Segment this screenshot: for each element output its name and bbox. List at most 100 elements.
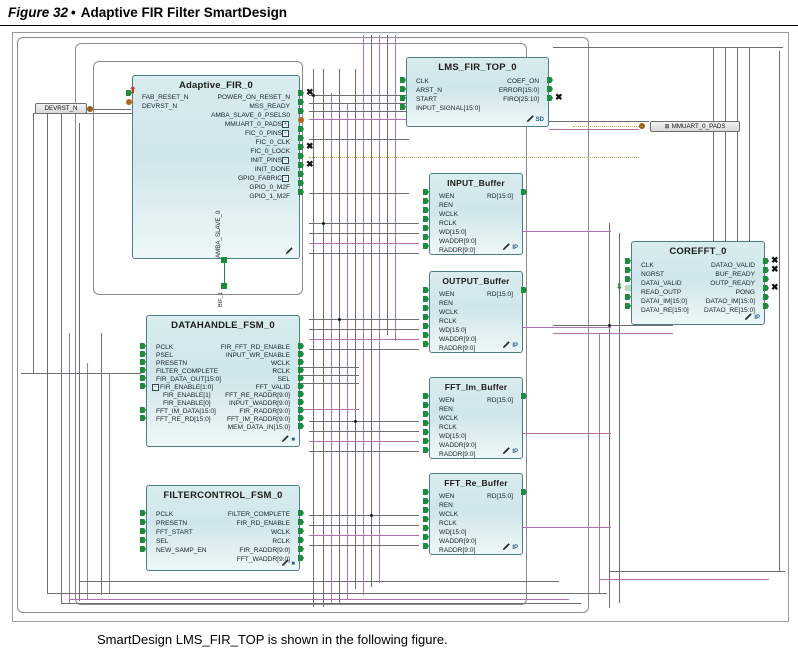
pin-fft-re-raddr[interactable]: FFT_RE_RADDR[9:0]	[225, 392, 290, 399]
pin-pclk[interactable]: PCLK	[156, 511, 174, 518]
pin-rclk[interactable]: RCLK	[272, 368, 290, 375]
pin-clk[interactable]: CLK	[416, 78, 429, 85]
pin-raddr[interactable]: RADDR[9:0]	[439, 247, 476, 254]
block-output-buffer[interactable]: OUTPUT_Buffer WEN REN WCLK RCLK WD[15:0]…	[429, 271, 523, 353]
pin-gpio-0-m2f[interactable]: GPIO_0_M2F	[249, 184, 290, 191]
pin-fir-fft-rd-enable[interactable]: FIR_FFT_RD_ENABLE	[220, 344, 290, 351]
pin-input-signal[interactable]: INPUT_SIGNAL[15:0]	[416, 105, 481, 112]
pin-fft-waddr[interactable]: FFT_WADDR[9:0]	[236, 556, 290, 563]
smartdesign-canvas[interactable]: DEVRST_N ⊞ MMUART_0_PADS Adaptive_FIR_0 …	[12, 32, 789, 622]
pin-firo[interactable]: FIRO[25:10]	[503, 96, 539, 103]
pin-init-pins[interactable]: INIT_PINS−	[250, 157, 290, 164]
pin-presetn[interactable]: PRESETN	[156, 360, 188, 367]
pin-gpio-1-m2f[interactable]: GPIO_1_M2F	[249, 193, 290, 200]
pin-wd[interactable]: WD[15:0]	[439, 529, 467, 536]
block-fft-im-buffer[interactable]: FFT_Im_Buffer WEN REN WCLK RCLK WD[15:0]…	[429, 377, 523, 459]
pin-datao-valid[interactable]: DATAO_VALID	[711, 262, 755, 269]
pin-rd[interactable]: RD[15:0]	[486, 493, 513, 500]
pin-rclk[interactable]: RCLK	[439, 318, 457, 325]
block-lms-fir-top-0[interactable]: LMS_FIR_TOP_0 CLK ARST_N START INPUT_SIG…	[406, 57, 549, 127]
pin-datao-im[interactable]: DATAO_IM[15:0]	[705, 298, 755, 305]
pin-fir-rd-enable[interactable]: FIR_RD_ENABLE	[236, 520, 290, 527]
pin-presetn[interactable]: PRESETN	[156, 520, 188, 527]
pin-pong[interactable]: PONG	[735, 289, 755, 296]
pin-rclk[interactable]: RCLK	[439, 424, 457, 431]
block-input-buffer[interactable]: INPUT_Buffer WEN REN WCLK RCLK WD[15:0] …	[429, 173, 523, 255]
pin-ren[interactable]: REN	[439, 502, 453, 509]
pin-fic-0-clk[interactable]: FIC_0_CLK	[255, 139, 290, 146]
pin-wclk[interactable]: WCLK	[439, 211, 459, 218]
pin-sel[interactable]: SEL	[277, 376, 290, 383]
pin-sel[interactable]: SEL	[156, 538, 169, 545]
pin-fft-im-raddr[interactable]: FFT_IM_RADDR[9:0]	[226, 416, 290, 423]
pin-wen[interactable]: WEN	[439, 397, 455, 404]
pin-ren[interactable]: REN	[439, 300, 453, 307]
pin-wclk[interactable]: WCLK	[439, 511, 459, 518]
pin-wen[interactable]: WEN	[439, 291, 455, 298]
pin-new-samp-en[interactable]: NEW_SAMP_EN	[156, 547, 207, 554]
pin-error[interactable]: ERROR[15:0]	[498, 87, 539, 94]
pin-arst-n[interactable]: ARST_N	[416, 87, 443, 94]
pin-rd[interactable]: RD[15:0]	[486, 397, 513, 404]
pin-datai-im[interactable]: DATAI_IM[15:0]	[641, 298, 687, 305]
pin-ren[interactable]: REN	[439, 202, 453, 209]
pin-fft-start[interactable]: FFT_START	[156, 529, 193, 536]
pin-rclk[interactable]: RCLK	[272, 538, 290, 545]
pin-wen[interactable]: WEN	[439, 193, 455, 200]
pin-wclk[interactable]: WCLK	[439, 415, 459, 422]
pin-raddr[interactable]: RADDR[9:0]	[439, 451, 476, 458]
pin-rclk[interactable]: RCLK	[439, 220, 457, 227]
pin-waddr[interactable]: WADDR[9:0]	[439, 442, 477, 449]
pin-ngrst[interactable]: NGRST	[641, 271, 665, 278]
block-filtercontrol-fsm-0[interactable]: FILTERCONTROL_FSM_0 PCLK PRESETN FFT_STA…	[146, 485, 300, 571]
pin-mmuart-0-pads[interactable]: MMUART_0_PADS+	[225, 121, 290, 128]
pin-rclk[interactable]: RCLK	[439, 520, 457, 527]
block-datahandle-fsm-0[interactable]: DATAHANDLE_FSM_0 PCLK PSEL PRESETN FILTE…	[146, 315, 300, 447]
pin-power-on-reset-n[interactable]: POWER_ON_RESET_N	[217, 94, 290, 101]
pin-input-waddr[interactable]: INPUT_WADDR[9:0]	[229, 400, 290, 407]
pin-mem-data-in[interactable]: MEM_DATA_IN[15:0]	[227, 424, 290, 431]
pin-fft-re-rd[interactable]: FFT_RE_RD[15:0]	[156, 416, 211, 423]
expand-icon[interactable]: −	[282, 157, 289, 164]
pin-input-wr-enable[interactable]: INPUT_WR_ENABLE	[225, 352, 290, 359]
pin-psel[interactable]: PSEL	[156, 352, 173, 359]
pin-datao-re[interactable]: DATAO_RE[15:0]	[703, 307, 755, 314]
pin-waddr[interactable]: WADDR[9:0]	[439, 336, 477, 343]
pin-devrst-n[interactable]: DEVRST_N	[142, 103, 178, 110]
pin-fir-enable-0[interactable]: FIR_ENABLE[0]	[163, 400, 211, 407]
pin-fir-raddr[interactable]: FIR_RADDR[9:0]	[239, 408, 290, 415]
pin-wclk[interactable]: WCLK	[439, 309, 459, 316]
block-corefft-0[interactable]: COREFFT_0 CLK NGRST DATAI_VALID READ_OUT…	[631, 241, 765, 325]
pin-buf-ready[interactable]: BUF_READY	[715, 271, 755, 278]
pin-raddr[interactable]: RADDR[9:0]	[439, 547, 476, 554]
pin-fir-raddr[interactable]: FIR_RADDR[9:0]	[239, 547, 290, 554]
pin-waddr[interactable]: WADDR[9:0]	[439, 238, 477, 245]
pin-fir-enable-1[interactable]: FIR_ENABLE[1]	[163, 392, 211, 399]
expand-icon[interactable]: −	[282, 130, 289, 137]
pin-clk[interactable]: CLK	[641, 262, 654, 269]
pin-rd[interactable]: RD[15:0]	[486, 291, 513, 298]
pin-mss-ready[interactable]: MSS_READY	[249, 103, 290, 110]
pin-datai-re[interactable]: DATAI_RE[15:0]	[641, 307, 689, 314]
pin-wd[interactable]: WD[15:0]	[439, 327, 467, 334]
expand-icon[interactable]: +	[282, 121, 289, 128]
pin-read-outp[interactable]: READ_OUTP	[641, 289, 682, 296]
pin-wd[interactable]: WD[15:0]	[439, 229, 467, 236]
pin-fft-im-data[interactable]: FFT_IM_DATA[15:0]	[156, 408, 216, 415]
port-devrst-n[interactable]: DEVRST_N	[35, 103, 87, 114]
pin-coef-on[interactable]: COEF_ON	[507, 78, 539, 85]
pin-filter-complete[interactable]: FILTER_COMPLETE	[227, 511, 290, 518]
pin-fir-data-out[interactable]: FIR_DATA_OUT[15:0]	[156, 376, 221, 383]
pin-amba-slave-0-psels0[interactable]: AMBA_SLAVE_0_PSELS0	[210, 112, 290, 119]
pin-outp-ready[interactable]: OUTP_READY	[710, 280, 755, 287]
pin-start[interactable]: START	[416, 96, 438, 103]
block-fft-re-buffer[interactable]: FFT_Re_Buffer WEN REN WCLK RCLK WD[15:0]…	[429, 473, 523, 555]
pin-fir-enable-bus[interactable]: −FIR_ENABLE[1:0]	[152, 384, 213, 391]
pin-wclk[interactable]: WCLK	[270, 360, 290, 367]
pin-fab-reset-n[interactable]: FAB_RESET_N	[142, 94, 189, 101]
pin-init-done[interactable]: INIT_DONE	[254, 166, 290, 173]
pin-gpio-fabric[interactable]: GPIO_FABRIC−	[238, 175, 290, 182]
pin-raddr[interactable]: RADDR[9:0]	[439, 345, 476, 352]
pin-datai-valid[interactable]: DATAI_VALID	[641, 280, 682, 287]
pin-rd[interactable]: RD[15:0]	[486, 193, 513, 200]
